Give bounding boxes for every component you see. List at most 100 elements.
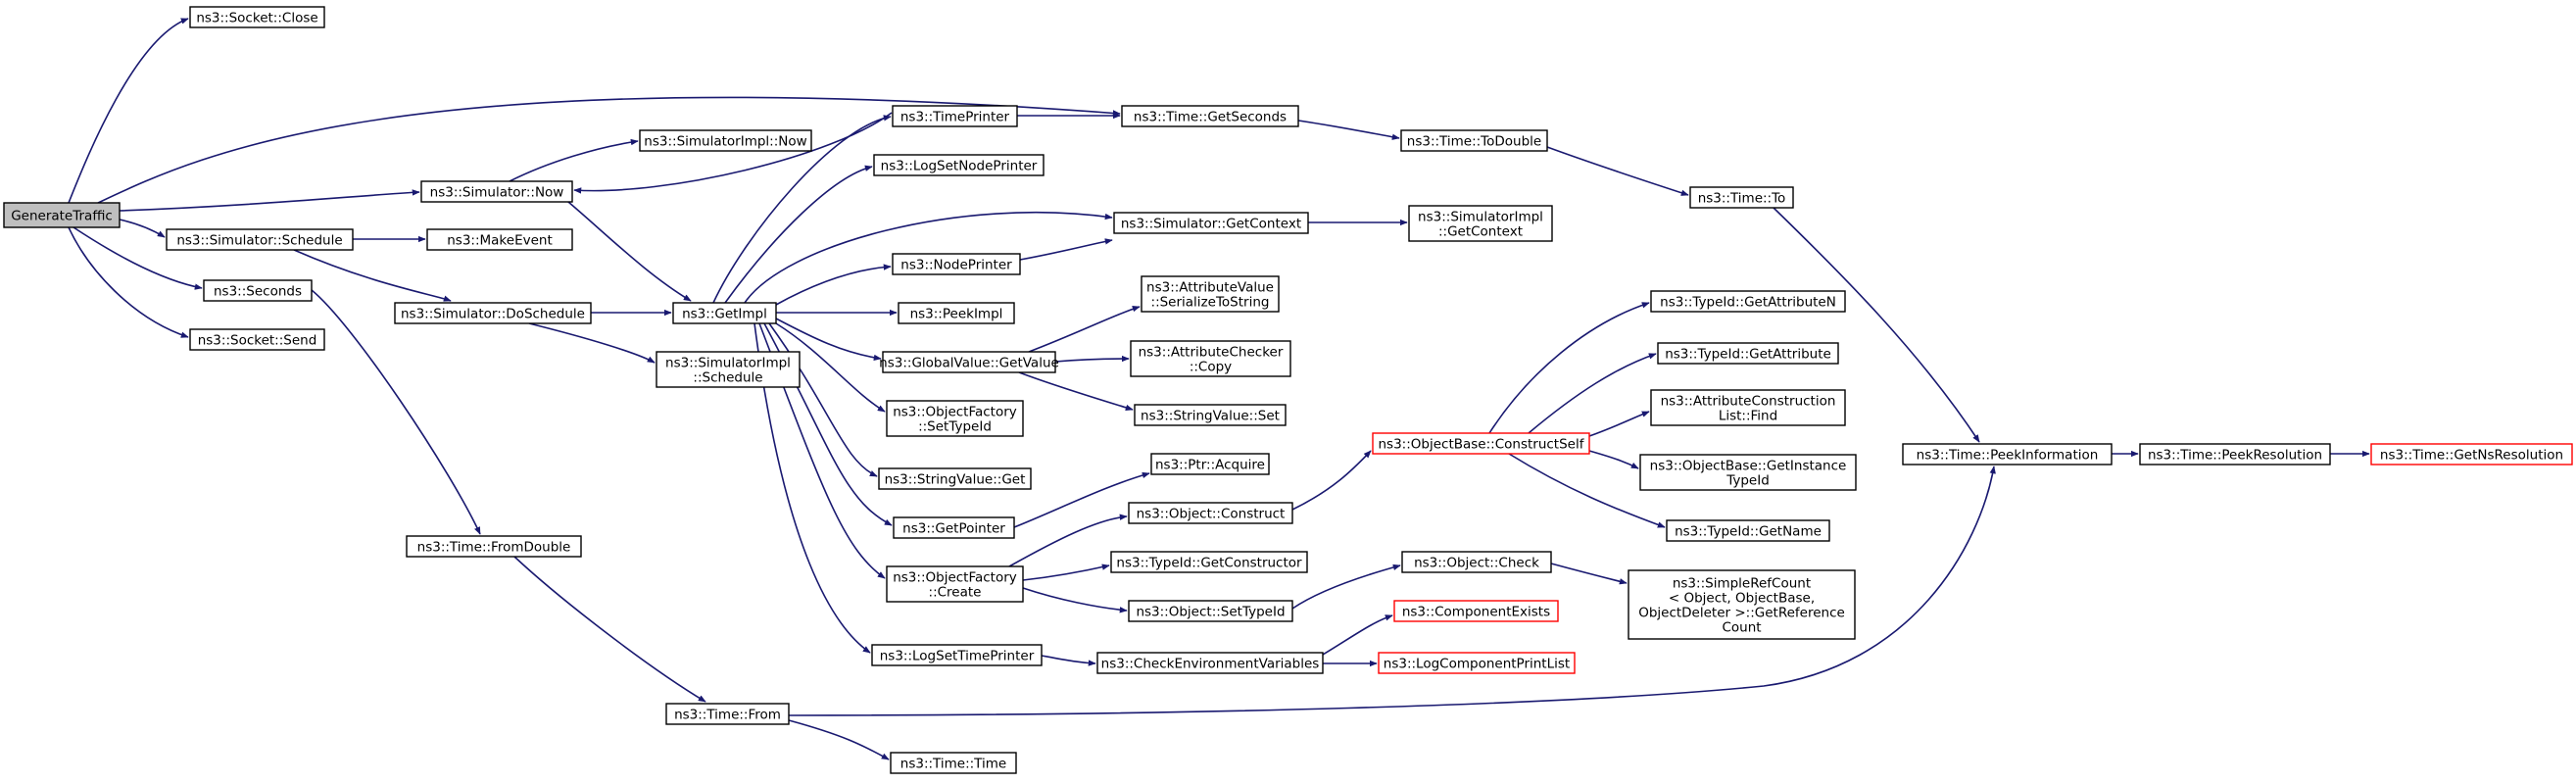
node-box [890, 752, 1017, 774]
node-tidgetname[interactable]: ns3::TypeId::GetName [1666, 519, 1830, 542]
node-checkenv[interactable]: ns3::CheckEnvironmentVariables [1096, 652, 1324, 674]
node-getimpl[interactable]: ns3::GetImpl [672, 302, 777, 324]
node-simsched[interactable]: ns3::Simulator::Schedule [166, 228, 354, 251]
call-edge [567, 201, 692, 302]
node-objsettypeid[interactable]: ns3::Object::SetTypeId [1128, 600, 1293, 622]
node-peekimpl[interactable]: ns3::PeekImpl [898, 302, 1015, 324]
node-label: ns3::LogSetTimePrinter [880, 649, 1035, 664]
node-implnow[interactable]: ns3::SimulatorImpl::Now [639, 129, 812, 152]
call-edge [1028, 306, 1141, 353]
node-seconds[interactable]: ns3::Seconds [203, 279, 313, 302]
node-label: ns3::PeekImpl [910, 307, 1003, 322]
call-edge [1508, 453, 1666, 528]
call-edge [573, 112, 893, 194]
node-label: ns3::Ptr::Acquire [1155, 458, 1265, 473]
node-getcontext[interactable]: ns3::Simulator::GetContext [1113, 212, 1309, 234]
call-edge [97, 96, 1121, 204]
node-box [1130, 340, 1291, 377]
node-compexists[interactable]: ns3::ComponentExists [1393, 600, 1559, 622]
node-peekinfo[interactable]: ns3::Time::PeekInformation [1902, 443, 2113, 466]
node-objcheck[interactable]: ns3::Object::Check [1401, 551, 1552, 573]
node-box [1128, 600, 1293, 622]
node-box [1110, 551, 1308, 573]
node-label: ns3::ObjectBase::GetInstance [1650, 459, 1847, 474]
node-getseconds[interactable]: ns3::Time::GetSeconds [1121, 105, 1299, 127]
node-box [871, 644, 1043, 666]
node-label: ns3::Simulator::GetContext [1121, 217, 1301, 232]
node-label: ::Create [929, 585, 982, 601]
node-box [873, 154, 1045, 176]
node-label: ns3::Time::To [1698, 191, 1786, 207]
node-box [1666, 519, 1830, 542]
node-constructself[interactable]: ns3::ObjectBase::ConstructSelf [1372, 432, 1590, 455]
node-label: TypeId [1725, 473, 1770, 489]
node-from[interactable]: ns3::Time::From [665, 703, 790, 725]
node-getattr[interactable]: ns3::TypeId::GetAttribute [1657, 342, 1839, 365]
node-timeto[interactable]: ns3::Time::To [1689, 186, 1794, 209]
node-getpointer[interactable]: ns3::GetPointer [893, 516, 1015, 539]
node-box [1650, 290, 1846, 313]
node-root[interactable]: GenerateTraffic [3, 202, 121, 228]
node-label: ns3::SimulatorImpl [1418, 210, 1543, 225]
node-label: ObjectDeleter >::GetReference [1638, 606, 1845, 621]
node-box [898, 302, 1015, 324]
call-edge [1013, 471, 1150, 528]
node-label: ns3::Socket::Send [198, 333, 317, 349]
node-label: ns3::Simulator::Schedule [176, 233, 342, 249]
node-label: ns3::LogComponentPrintList [1384, 657, 1570, 672]
node-timetime[interactable]: ns3::Time::Time [890, 752, 1017, 774]
node-box [1657, 342, 1839, 365]
node-label: GenerateTraffic [11, 209, 113, 224]
node-getnsres[interactable]: ns3::Time::GetNsResolution [2370, 443, 2573, 466]
node-simnow[interactable]: ns3::Simulator::Now [420, 180, 573, 203]
node-objconstruct[interactable]: ns3::Object::Construct [1128, 502, 1293, 524]
node-logsettime[interactable]: ns3::LogSetTimePrinter [871, 644, 1043, 666]
node-svset[interactable]: ns3::StringValue::Set [1134, 404, 1287, 426]
node-tidgetctor[interactable]: ns3::TypeId::GetConstructor [1110, 551, 1308, 573]
node-nodeprinter[interactable]: ns3::NodePrinter [892, 253, 1021, 275]
node-box [672, 302, 777, 324]
node-avser[interactable]: ns3::AttributeValue::SerializeToString [1141, 275, 1280, 313]
node-sockclose[interactable]: ns3::Socket::Close [189, 6, 325, 28]
node-logprintlist[interactable]: ns3::LogComponentPrintList [1378, 652, 1576, 674]
call-edge [68, 226, 189, 338]
call-edge [119, 219, 166, 238]
node-fromdouble[interactable]: ns3::Time::FromDouble [406, 535, 582, 558]
node-ofsettypeid[interactable]: ns3::ObjectFactory::SetTypeId [886, 400, 1024, 437]
node-timeprinter[interactable]: ns3::TimePrinter [892, 105, 1018, 127]
node-box [1372, 432, 1590, 455]
call-edge [73, 226, 203, 290]
node-ptracq[interactable]: ns3::Ptr::Acquire [1150, 453, 1270, 475]
node-makeevent[interactable]: ns3::MakeEvent [426, 228, 573, 251]
node-accopy[interactable]: ns3::AttributeChecker::Copy [1130, 340, 1291, 377]
node-label: ns3::ObjectFactory [893, 570, 1017, 586]
node-box [2370, 443, 2573, 466]
node-box [426, 228, 573, 251]
node-implgetctx[interactable]: ns3::SimulatorImpl::GetContext [1408, 205, 1553, 242]
node-label: ns3::AttributeConstruction [1661, 394, 1836, 410]
node-implsched[interactable]: ns3::SimulatorImpl::Schedule [656, 351, 801, 388]
call-edge [1528, 353, 1657, 434]
node-box [665, 703, 790, 725]
node-peekres[interactable]: ns3::Time::PeekResolution [2139, 443, 2331, 466]
call-edge [1550, 563, 1628, 585]
node-dosched[interactable]: ns3::Simulator::DoSchedule [394, 302, 592, 324]
nodes-layer: GenerateTraffic ns3::Socket::Closens3::Si… [3, 6, 2573, 774]
node-socksend[interactable]: ns3::Socket::Send [189, 328, 325, 351]
node-label: ns3::ObjectFactory [893, 405, 1017, 420]
node-ofcreate[interactable]: ns3::ObjectFactory::Create [886, 565, 1024, 603]
node-label: ns3::Time::PeekInformation [1917, 448, 2099, 464]
node-label: Count [1722, 620, 1761, 636]
node-label: ns3::GetPointer [902, 521, 1005, 537]
node-srefcount[interactable]: ns3::SimpleRefCount< Object, ObjectBase,… [1628, 569, 1856, 640]
node-label: ::SetTypeId [918, 419, 992, 435]
node-label: ::Copy [1190, 360, 1232, 375]
node-gvgetvalue[interactable]: ns3::GlobalValue::GetValue [879, 351, 1059, 373]
node-logsetnode[interactable]: ns3::LogSetNodePrinter [873, 154, 1045, 176]
call-edge [1022, 564, 1110, 581]
node-getattrn[interactable]: ns3::TypeId::GetAttributeN [1650, 290, 1846, 313]
node-svget[interactable]: ns3::StringValue::Get [878, 467, 1032, 490]
node-todouble[interactable]: ns3::Time::ToDouble [1400, 129, 1548, 152]
